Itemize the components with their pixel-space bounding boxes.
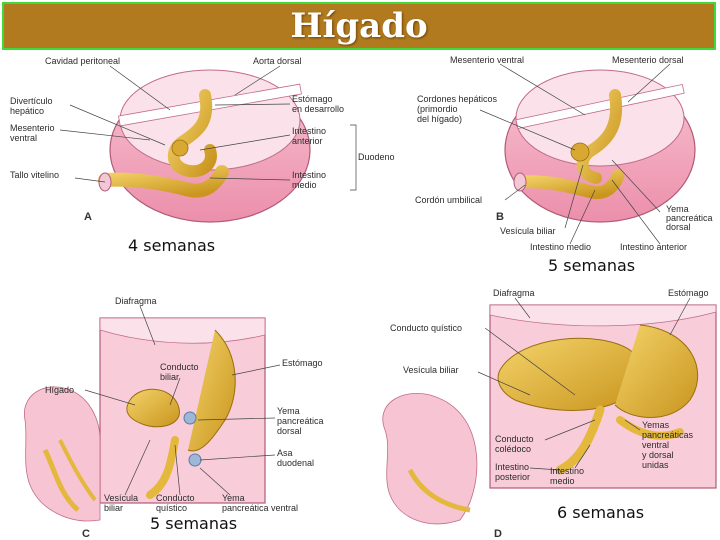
label-intestino-medio-d: Intestino: [550, 466, 584, 476]
label-intestino-medio: Intestino: [292, 170, 326, 180]
label-yema-dorsal: Yema: [666, 204, 689, 214]
label-cordones-hepaticos: Cordones hepáticos: [417, 94, 498, 104]
label-yemas-unidas: Yemas: [642, 420, 670, 430]
label-yemas-unidas-5: unidas: [642, 460, 669, 470]
label-mesenterio-2: ventral: [10, 133, 37, 143]
panel-b-illustration: [504, 69, 696, 223]
page-title: Hígado: [290, 6, 428, 46]
label-vesicula-biliar-c: Vesícula: [104, 493, 138, 503]
label-estomago-d: Estómago: [668, 288, 709, 298]
label-conducto-quistico-c-2: quístico: [156, 503, 187, 513]
label-yemas-unidas-4: y dorsal: [642, 450, 674, 460]
panel-letter-a: A: [84, 211, 92, 223]
label-estomago-c: Estómago: [282, 358, 323, 368]
label-conducto-quistico-c: Conducto: [156, 493, 195, 503]
label-cordones-3: del hígado): [417, 114, 462, 124]
label-diafragma-c: Diafragma: [115, 296, 157, 306]
label-intestino-medio-2: medio: [292, 180, 317, 190]
label-diafragma-d: Diafragma: [493, 288, 535, 298]
title-bar: Hígado: [2, 2, 716, 50]
label-cordones-2: (primordio: [417, 104, 458, 114]
label-yema-pancreatica-dorsal-3: dorsal: [277, 426, 302, 436]
label-yema-dorsal-3: dorsal: [666, 222, 691, 232]
panel-letter-d: D: [494, 528, 502, 540]
label-estomago: Estómago: [292, 94, 333, 104]
label-higado: Hígado: [45, 385, 74, 395]
panel-d-illustration: [382, 304, 717, 525]
label-yema-ventral-2: pancreática ventral: [222, 503, 298, 513]
label-yema-ventral: Yema: [222, 493, 245, 503]
label-asa-duodenal-2: duodenal: [277, 458, 314, 468]
label-conducto-biliar-2: biliar: [160, 372, 179, 382]
label-yema-pancreatica-dorsal: Yema: [277, 406, 300, 416]
label-intestino-anterior: Intestino: [292, 126, 326, 136]
label-vesicula-biliar-b: Vesícula biliar: [500, 226, 556, 236]
panel-c-illustration: [23, 317, 266, 522]
label-vesicula-biliar-d: Vesícula biliar: [403, 365, 459, 375]
label-duodeno: Duodeno: [358, 152, 395, 162]
label-intestino-posterior-2: posterior: [495, 472, 530, 482]
label-estomago-2: en desarrollo: [292, 104, 344, 114]
label-asa-duodenal: Asa: [277, 448, 293, 458]
label-yemas-unidas-3: ventral: [642, 440, 669, 450]
label-mesenterio-ventral: Mesenterio ventral: [450, 55, 524, 65]
panel-letter-c: C: [82, 528, 90, 540]
label-diverticulo-2: hepático: [10, 106, 44, 116]
label-mesenterio-dorsal: Mesenterio dorsal: [612, 55, 684, 65]
stage-label-c: 5 semanas: [150, 514, 238, 533]
panel-letter-b: B: [496, 211, 504, 223]
label-intestino-medio-b: Intestino medio: [530, 242, 591, 252]
label-intestino-medio-d-2: medio: [550, 476, 575, 486]
label-conducto-coledoco: Conducto: [495, 434, 534, 444]
label-cordon-umbilical: Cordón umbilical: [415, 195, 482, 205]
panel-d-leaders: [477, 297, 691, 471]
label-yemas-unidas-2: pancreáticas: [642, 430, 694, 440]
panel-a-illustration: [98, 69, 311, 223]
stage-label-b: 5 semanas: [548, 256, 636, 275]
label-intestino-posterior: Intestino: [495, 462, 529, 472]
label-intestino-anterior-b: Intestino anterior: [620, 242, 687, 252]
label-tallo-vitelino: Tallo vitelino: [10, 170, 59, 180]
label-diverticulo: Divertículo: [10, 96, 53, 106]
label-yema-dorsal-2: pancreática: [666, 213, 713, 223]
panel-b-leaders: [479, 63, 671, 245]
stage-label-a: 4 semanas: [128, 236, 216, 255]
panel-a-leaders: [59, 65, 357, 191]
label-conducto-coledoco-2: colédoco: [495, 444, 531, 454]
label-yema-pancreatica-dorsal-2: pancreática: [277, 416, 324, 426]
label-conducto-biliar: Conducto: [160, 362, 199, 372]
label-intestino-anterior-2: anterior: [292, 136, 323, 146]
panel-c-leaders: [84, 305, 281, 496]
label-conducto-quistico-d: Conducto quístico: [390, 323, 462, 333]
label-mesenterio: Mesenterio: [10, 123, 55, 133]
label-aorta-dorsal: Aorta dorsal: [253, 56, 302, 66]
label-cavidad-peritoneal: Cavidad peritoneal: [45, 56, 120, 66]
label-vesicula-biliar-c-2: biliar: [104, 503, 123, 513]
stage-label-d: 6 semanas: [557, 503, 645, 522]
